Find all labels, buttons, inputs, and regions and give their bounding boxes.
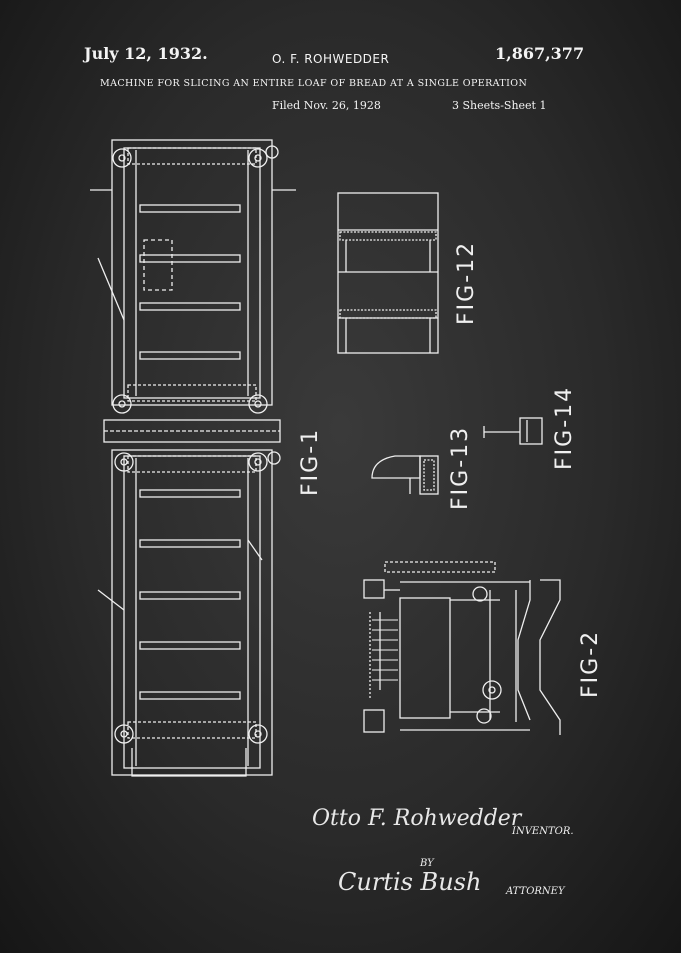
fig14-drawing [483, 417, 543, 445]
patent-date: July 12, 1932. [84, 44, 208, 63]
fig1-drawing [90, 139, 296, 777]
fig2-drawing [363, 561, 561, 735]
attorney-label: ATTORNEY [506, 886, 565, 897]
patent-number: 1,867,377 [495, 44, 585, 63]
fig1-upper-slats [139, 204, 241, 360]
fig14-label: FIG-14 [552, 385, 577, 470]
fig13-label: FIG-13 [448, 425, 473, 510]
by-label: BY [420, 858, 434, 869]
inventor-signature: Otto F. Rohwedder [312, 806, 522, 831]
fig13-drawing [371, 455, 439, 495]
fig12-drawing [337, 192, 439, 354]
filed-date: Filed Nov. 26, 1928 [272, 99, 381, 112]
fig2-label: FIG-2 [578, 629, 603, 698]
inventor-label: INVENTOR. [512, 826, 574, 837]
attorney-signature: Curtis Bush [338, 868, 482, 896]
sheet-count: 3 Sheets-Sheet 1 [452, 99, 547, 112]
inventor-name: O. F. ROHWEDDER [272, 52, 390, 66]
fig1-label: FIG-1 [298, 427, 323, 496]
patent-title: MACHINE FOR SLICING AN ENTIRE LOAF OF BR… [100, 78, 528, 89]
fig2-blades [372, 619, 398, 681]
fig12-label: FIG-12 [454, 240, 479, 325]
fig1-lower-slats [139, 489, 241, 700]
